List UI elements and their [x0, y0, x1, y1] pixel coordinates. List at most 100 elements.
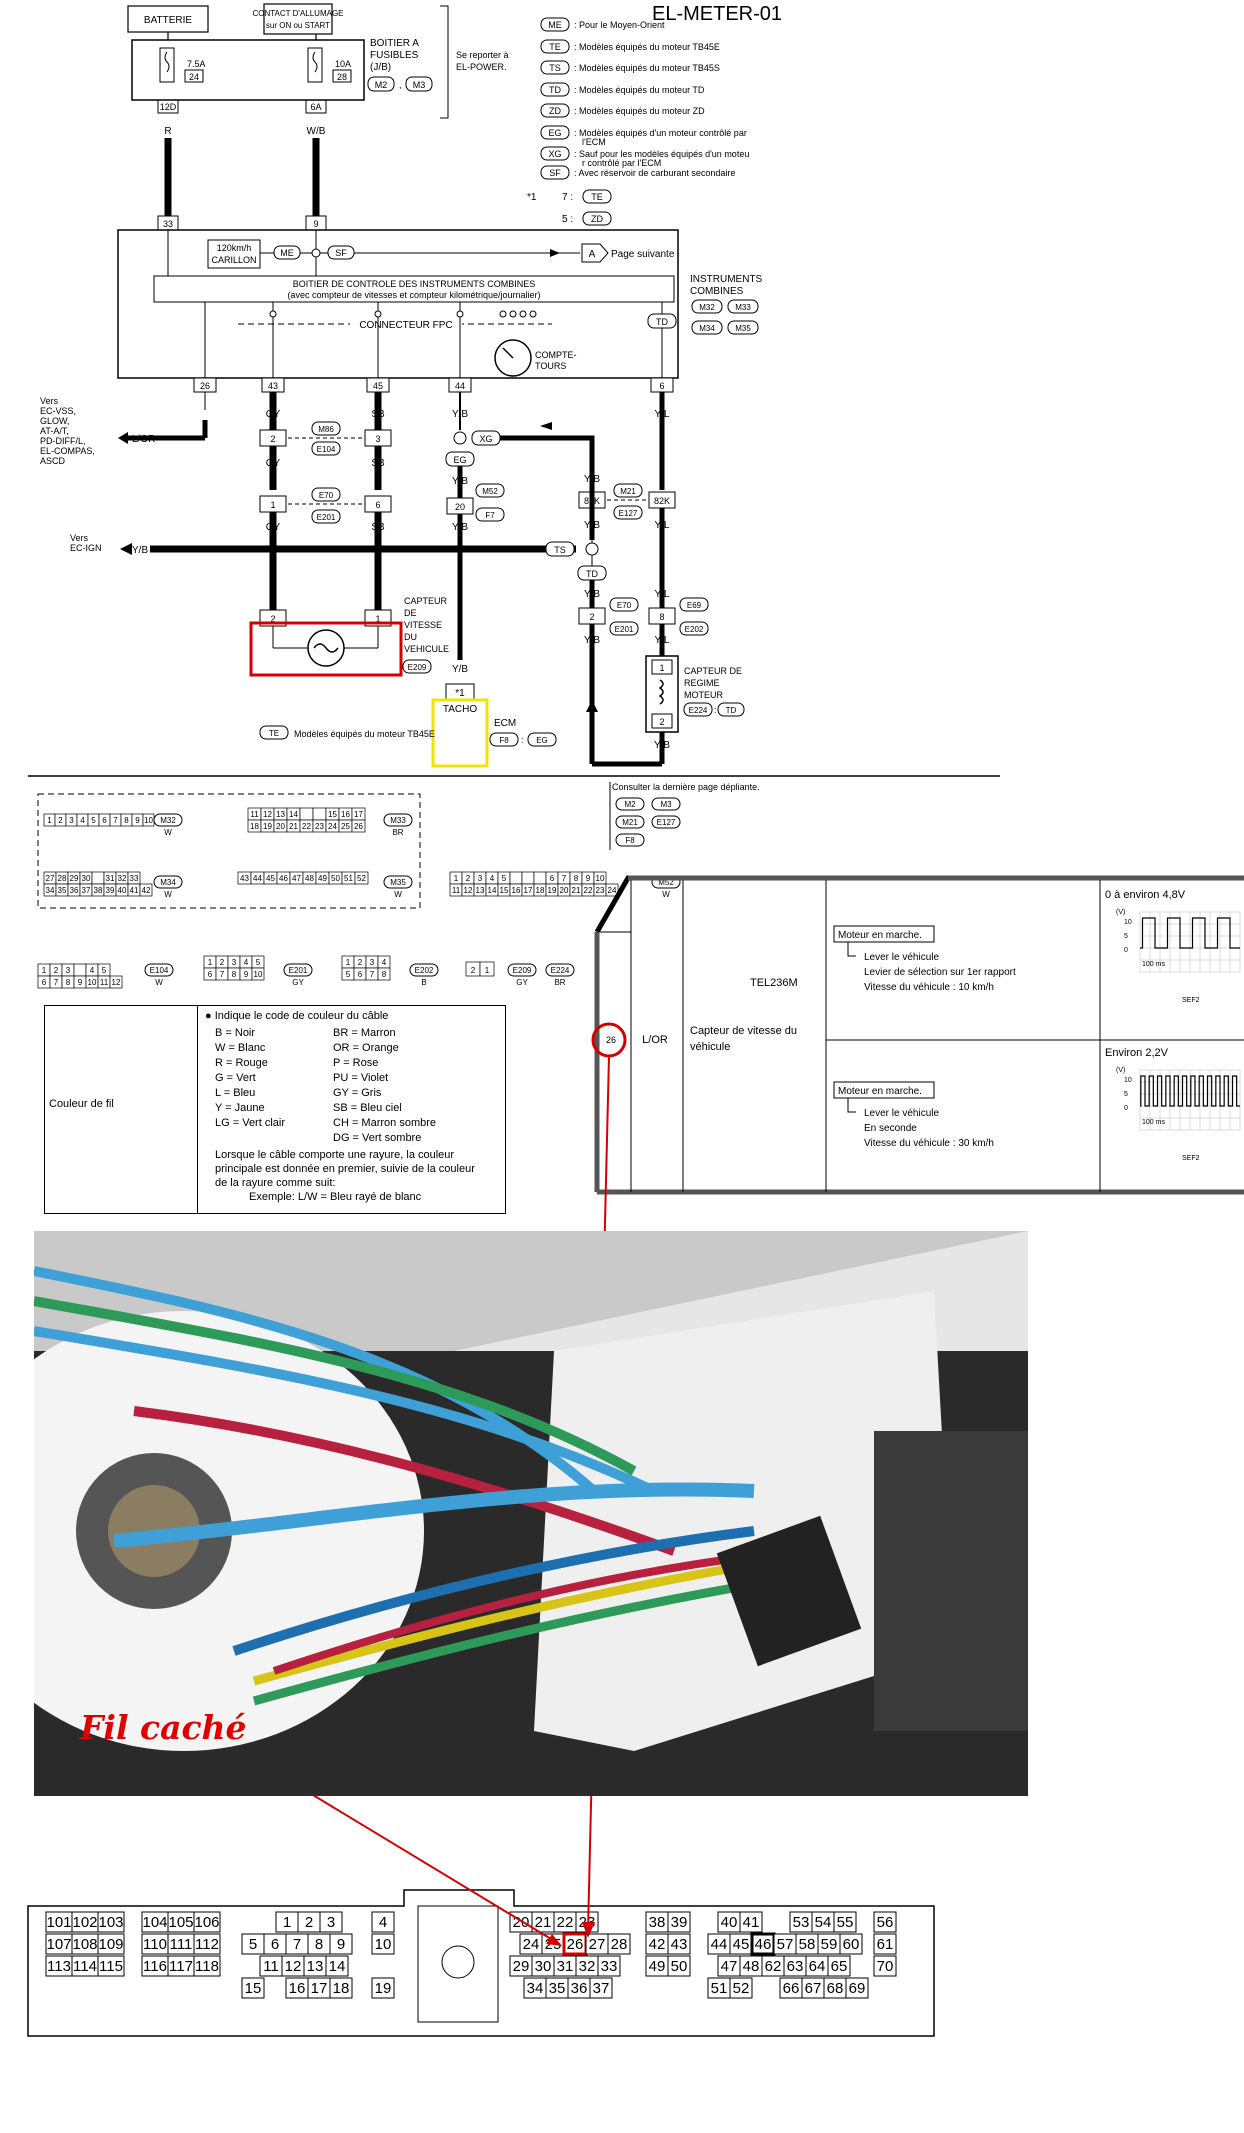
conn-color: GY — [292, 978, 304, 987]
wire-code: OR = Orange — [333, 1042, 399, 1054]
cond-header: Moteur en marche. — [838, 1086, 922, 1097]
conn-cell — [377, 967, 391, 981]
axis-tick: 0 — [1124, 1105, 1128, 1112]
meter-pin-6: 6 — [659, 381, 664, 391]
sig-image-ref: TEL236M — [750, 977, 798, 989]
vss-line: DU — [404, 632, 417, 642]
conn-ref: E209 — [513, 966, 532, 975]
code-desc-cont-eg: l'ECM — [582, 137, 606, 147]
pin-box-18 — [329, 1977, 353, 1999]
pin-3: 3 — [327, 1914, 335, 1931]
wire-code: BR = Marron — [333, 1027, 396, 1039]
axis-tick: 10 — [1124, 919, 1132, 926]
conn-cell — [109, 975, 123, 989]
conn-pin: 15 — [500, 886, 509, 895]
conn-pin: 24 — [328, 822, 337, 831]
meter-pin-45: 45 — [373, 381, 383, 391]
pin-6: 6 — [271, 1936, 279, 1953]
pin-27: 27 — [589, 1936, 606, 1953]
coil-icon — [658, 679, 664, 705]
ref-f8: F8 — [499, 736, 509, 745]
tag-td-low: TD — [586, 569, 598, 579]
pin-101: 101 — [46, 1914, 71, 1931]
c-m86-3: 3 — [375, 434, 380, 444]
svg-text:,: , — [399, 80, 402, 90]
pin-49: 49 — [649, 1958, 666, 1975]
pin-12: 12 — [285, 1958, 302, 1975]
crank-pin-2: 2 — [659, 717, 664, 727]
wire-yl-1: Y/L — [654, 409, 669, 420]
wire-r: R — [164, 126, 171, 137]
pin-51: 51 — [711, 1980, 728, 1997]
axis-tick: 5 — [1124, 933, 1128, 940]
axis-unit: (V) — [1116, 1067, 1125, 1074]
fuse-box-label-1: BOITIER A — [370, 38, 419, 49]
fuse1-amp: 7.5A — [187, 59, 206, 69]
pin-58: 58 — [799, 1936, 816, 1953]
conn-pin: 20 — [560, 886, 569, 895]
pin-48: 48 — [743, 1958, 760, 1975]
conn-pin: 11 — [250, 810, 259, 819]
conn-pin: 9 — [586, 874, 591, 883]
right-ref: E127 — [657, 818, 676, 827]
pin-66: 66 — [783, 1980, 800, 1997]
tag-eg: EG — [453, 455, 466, 465]
ignition-box — [263, 3, 333, 35]
meter-unit-2: (avec compteur de vitesses et compteur k… — [287, 290, 540, 300]
code-zd: ZD — [549, 106, 561, 116]
conn-pin: 28 — [58, 874, 67, 883]
ref-e201-r: E201 — [615, 625, 634, 634]
pin-26: 26 — [567, 1936, 584, 1953]
pin-102: 102 — [72, 1914, 97, 1931]
pin-box-56 — [873, 1911, 897, 1933]
pin-63: 63 — [787, 1958, 804, 1975]
conn-ref-box — [383, 813, 413, 827]
pin-116: 116 — [143, 1958, 167, 1975]
conn-pin: 16 — [512, 886, 521, 895]
meter-td-tag: TD — [656, 317, 668, 327]
conn-pin: 22 — [302, 822, 311, 831]
ecm-highlight — [431, 698, 489, 768]
meter-ref-m34: M34 — [699, 324, 715, 333]
conn-pin: 1 — [485, 966, 490, 975]
code-badge-eg — [540, 125, 570, 140]
ref-e70-r: E70 — [617, 601, 632, 610]
te-note: Modèles équipés du moteur TB45E — [294, 729, 435, 739]
vers1-line: EC-VSS, — [40, 406, 76, 416]
conn-pin: 23 — [315, 822, 324, 831]
conn-pin: 5 — [502, 874, 507, 883]
pin-box-65 — [827, 1955, 851, 1977]
conn-pin: 16 — [341, 810, 350, 819]
pin-40: 40 — [721, 1914, 738, 1931]
term-9: 9 — [313, 219, 318, 229]
fuse-box-label-3: (J/B) — [370, 62, 391, 73]
conn-pin: 7 — [370, 970, 375, 979]
code-badge-sf — [540, 165, 570, 180]
conn-pin: 1 — [47, 816, 52, 825]
cond-line: Lever le véhicule — [864, 952, 939, 963]
cond-header-box — [833, 1081, 935, 1099]
code-desc-te: : Modèles équipés du moteur TB45E — [574, 42, 720, 52]
meter-ref-m35: M35 — [735, 324, 751, 333]
conn-cell — [91, 871, 105, 885]
meter-ref-m32: M32 — [699, 303, 715, 312]
signal-table — [594, 875, 1244, 1195]
tag-xg: XG — [479, 434, 492, 444]
code-desc-eg: : Modèles équipés d'un moteur contrôlé p… — [574, 128, 747, 138]
wire-gy-3: GY — [266, 522, 281, 533]
sef-ref: SEF2 — [1182, 997, 1200, 1004]
wire-yb-5: Y/B — [584, 520, 600, 531]
term-33: 33 — [163, 219, 173, 229]
wire-sb-1: SB — [371, 409, 385, 420]
pin-65: 65 — [831, 1958, 848, 1975]
wire-yb-3: Y/B — [452, 522, 468, 533]
star-n5: 5 : — [562, 214, 573, 225]
power-ref-1: Se reporter à — [456, 50, 509, 60]
pin-115: 115 — [99, 1958, 123, 1975]
conn-pin: 11 — [452, 886, 461, 895]
cond-line: Vitesse du véhicule : 30 km/h — [864, 1138, 994, 1149]
pin-61: 61 — [877, 1936, 894, 1953]
ref-e104: E104 — [317, 445, 336, 454]
